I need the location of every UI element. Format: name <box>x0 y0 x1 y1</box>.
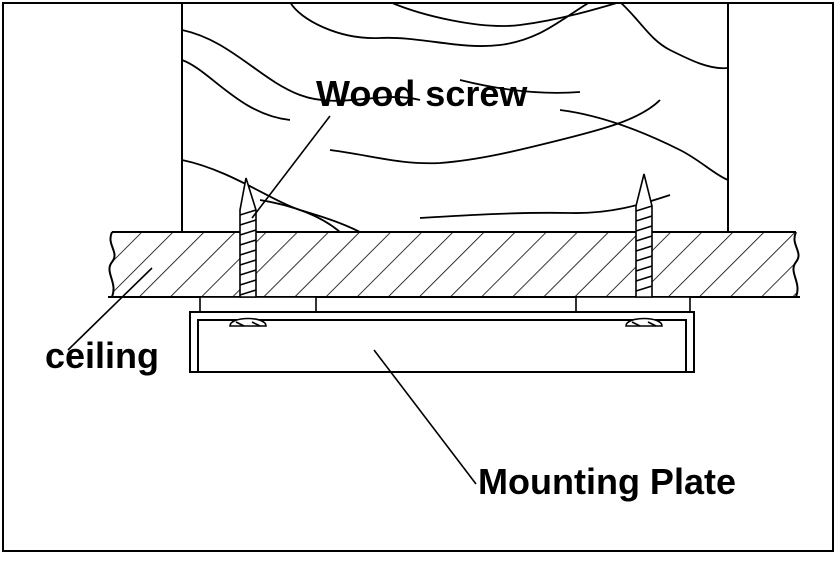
mounting-plate-label: Mounting Plate <box>478 461 736 502</box>
wood-screw-leader <box>251 115 331 219</box>
wooden-joist <box>181 2 729 232</box>
wood-grain <box>182 2 728 232</box>
plate-spacers <box>199 296 691 313</box>
diagram-frame <box>2 2 834 552</box>
wood-screw-label: Wood screw <box>316 73 528 114</box>
ceiling-leader <box>67 267 153 351</box>
ceiling-section <box>108 231 800 298</box>
mounting-plate-leader <box>373 349 477 485</box>
ceiling-label: ceiling <box>45 335 160 376</box>
leader-lines <box>67 115 477 485</box>
right-wood-screw <box>625 173 663 327</box>
mounting-plate <box>189 311 695 373</box>
left-wood-screw <box>229 177 267 327</box>
